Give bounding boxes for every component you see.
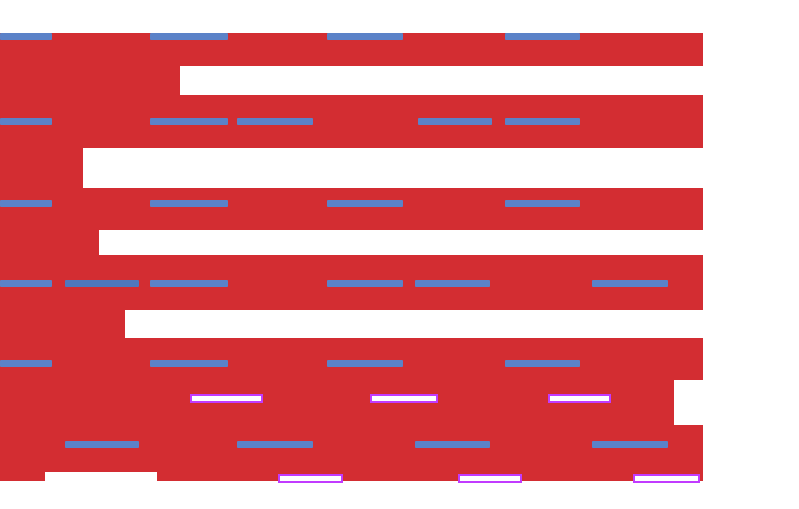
highlight-r2-d[interactable] [418,118,492,125]
page-gap-line-end-1 [180,66,703,95]
highlight-r2-b[interactable] [150,118,228,125]
flagged-field-3[interactable] [548,394,611,403]
highlight-r3-c[interactable] [327,200,403,207]
highlight-r6-b[interactable] [237,441,313,448]
highlight-r3-d[interactable] [505,200,580,207]
highlight-r3-a[interactable] [0,200,52,207]
highlight-r5-d[interactable] [505,360,580,367]
highlight-r1-b[interactable] [150,33,228,40]
highlight-r4-f[interactable] [592,280,668,287]
page-gap-right-notch [674,380,703,425]
redaction-paragraph-5 [0,355,703,479]
highlight-r4-b[interactable] [65,280,139,287]
highlight-r5-c[interactable] [327,360,403,367]
highlight-r1-a[interactable] [0,33,52,40]
highlight-r1-d[interactable] [505,33,580,40]
highlight-r4-a[interactable] [0,280,52,287]
flagged-field-1[interactable] [190,394,263,403]
page-gap-footer-left [0,481,799,509]
highlight-r1-c[interactable] [327,33,403,40]
highlight-r4-d[interactable] [327,280,403,287]
highlight-r6-a[interactable] [65,441,139,448]
highlight-r2-c[interactable] [237,118,313,125]
flagged-field-2[interactable] [370,394,438,403]
highlight-r2-a[interactable] [0,118,52,125]
redaction-paragraph-6 [0,465,703,481]
page-gap-line-end-2 [83,148,799,188]
highlight-r5-b[interactable] [150,360,228,367]
highlight-r4-e[interactable] [415,280,490,287]
highlight-r3-b[interactable] [150,200,228,207]
flagged-field-5[interactable] [458,474,522,483]
page-gap-line-end-3 [99,230,703,255]
highlight-r5-a[interactable] [0,360,52,367]
flagged-field-6[interactable] [633,474,700,483]
highlight-r6-d[interactable] [592,441,668,448]
flagged-field-4[interactable] [278,474,343,483]
highlight-r4-c[interactable] [150,280,228,287]
highlight-r2-e[interactable] [505,118,580,125]
page-gap-line-end-4 [125,310,703,338]
highlight-r6-c[interactable] [415,441,490,448]
